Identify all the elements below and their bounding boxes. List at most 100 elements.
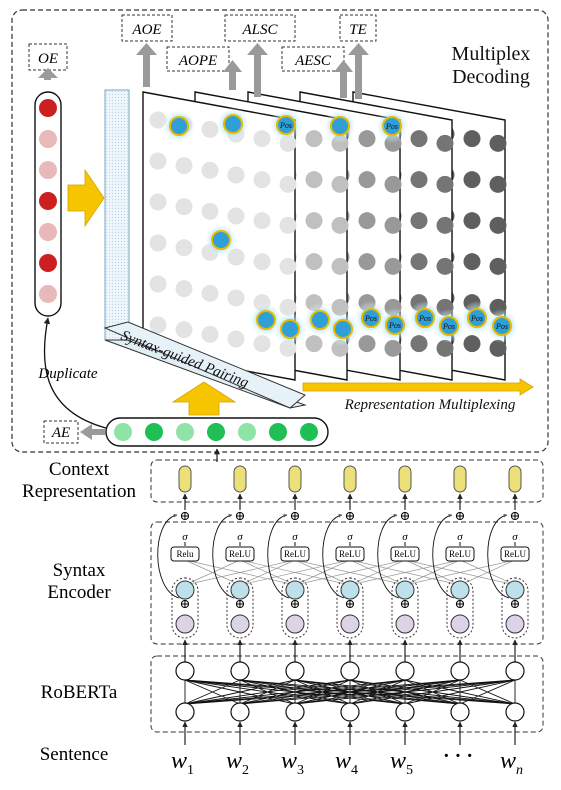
grid-dot (463, 212, 481, 230)
pos-label: Pos (442, 322, 455, 331)
grid-dot (331, 298, 349, 316)
token-wn: wn (500, 748, 523, 778)
syntax-edge (404, 559, 516, 586)
lstm-node-blue (230, 580, 250, 600)
duplicate-label: Duplicate (37, 366, 97, 382)
residual-loop (487, 513, 510, 599)
oe-dot (39, 285, 57, 303)
grid-dot (149, 275, 167, 293)
ae-dot (269, 423, 287, 441)
grid-dot (331, 216, 349, 234)
syntax-edge (349, 559, 406, 586)
lstm-node-blue (285, 580, 305, 600)
residual-loop (432, 513, 455, 599)
token-w1: w1 (171, 748, 194, 778)
roberta-node-bottom (285, 702, 305, 722)
roberta-node-bottom (175, 702, 195, 722)
add-op: ⊕ (510, 596, 521, 611)
pos-label: Pos (470, 314, 483, 323)
sigma-gate: σ (347, 531, 353, 543)
ae-dot (114, 423, 132, 441)
residual-add: ⊕ (455, 508, 466, 523)
pairing-side-panel (104, 89, 130, 341)
lstm-capsule (226, 577, 254, 639)
residual-loop (212, 513, 235, 599)
residual-loop (267, 513, 290, 599)
context-cell (233, 465, 247, 493)
sigma-gate: σ (182, 531, 188, 543)
lstm-capsule (171, 577, 199, 639)
context-cell (343, 465, 357, 493)
lstm-capsule (391, 577, 419, 639)
grid-dot (489, 175, 507, 193)
grid-dot (436, 175, 454, 193)
lstm-capsule (281, 577, 309, 639)
oe-sequence-dots (39, 99, 57, 303)
relu-label: ReLU (394, 549, 416, 559)
roberta-edge (459, 679, 516, 705)
roberta-node-top (175, 661, 195, 681)
grid-dot (410, 253, 428, 271)
grid-dot (358, 253, 376, 271)
grid-dot (384, 216, 402, 234)
token-columns: ⊕Reluσ⊕⊕ReLUσ⊕⊕ReLUσ⊕⊕ReLUσ⊕⊕ReLUσ⊕⊕ReLU… (157, 465, 530, 745)
oe-dot (39, 130, 57, 148)
syntax-edge (404, 559, 461, 586)
pos-label: Pos (279, 121, 292, 130)
roberta-edge (349, 679, 516, 705)
ae-sequence-dots (114, 423, 318, 441)
context-frame (150, 459, 544, 503)
residual-loop (157, 513, 180, 599)
grid-dot (384, 175, 402, 193)
grid-dot (149, 193, 167, 211)
grid-dot (305, 171, 323, 189)
sigma-gate: σ (292, 531, 298, 543)
oe-task: OE (28, 43, 68, 80)
roberta-edge (404, 679, 516, 705)
residual-loop (377, 513, 400, 599)
grid-dot (279, 216, 297, 234)
lstm-capsule (501, 577, 529, 639)
pos-label: Pos (388, 321, 401, 330)
roberta-node-bottom (505, 702, 525, 722)
grid-dot (436, 257, 454, 275)
lstm-node-purple (285, 614, 305, 634)
aoe-task: AOE (121, 14, 173, 87)
relu-box (335, 546, 365, 562)
grid-dot (201, 325, 219, 343)
relu-box (170, 546, 200, 562)
syntax-edge (294, 559, 406, 586)
grid-dot (436, 134, 454, 152)
roberta-node-top (230, 661, 250, 681)
grid-dot (253, 212, 271, 230)
ae-dot (145, 423, 163, 441)
highlight-dot (439, 316, 459, 336)
lstm-node-blue (175, 580, 195, 600)
relu-label: ReLU (504, 549, 526, 559)
residual-add: ⊕ (180, 508, 191, 523)
lstm-node-purple (505, 614, 525, 634)
grid-dot (279, 257, 297, 275)
sentence-tokens: w1 w2 w3 w4 w5 · · · wn (171, 745, 523, 778)
grid-dot (279, 175, 297, 193)
alsc-label: ALSC (241, 22, 278, 38)
highlight-dot (467, 308, 487, 328)
grid-dot (410, 171, 428, 189)
grid-dot (463, 130, 481, 148)
relu-box (225, 546, 255, 562)
grid-dot (253, 171, 271, 189)
grid-dot (227, 207, 245, 225)
context-cell (453, 465, 467, 493)
grid-dot (175, 280, 193, 298)
relu-box (390, 546, 420, 562)
highlight-dot (169, 116, 189, 136)
grid-dot (489, 134, 507, 152)
lstm-capsule (336, 577, 364, 639)
relu-label: Relu (177, 549, 194, 559)
ae-dot (238, 423, 256, 441)
roberta-frame (150, 655, 544, 733)
grid-dot (358, 130, 376, 148)
grid-dot (410, 130, 428, 148)
grid-dot (331, 175, 349, 193)
